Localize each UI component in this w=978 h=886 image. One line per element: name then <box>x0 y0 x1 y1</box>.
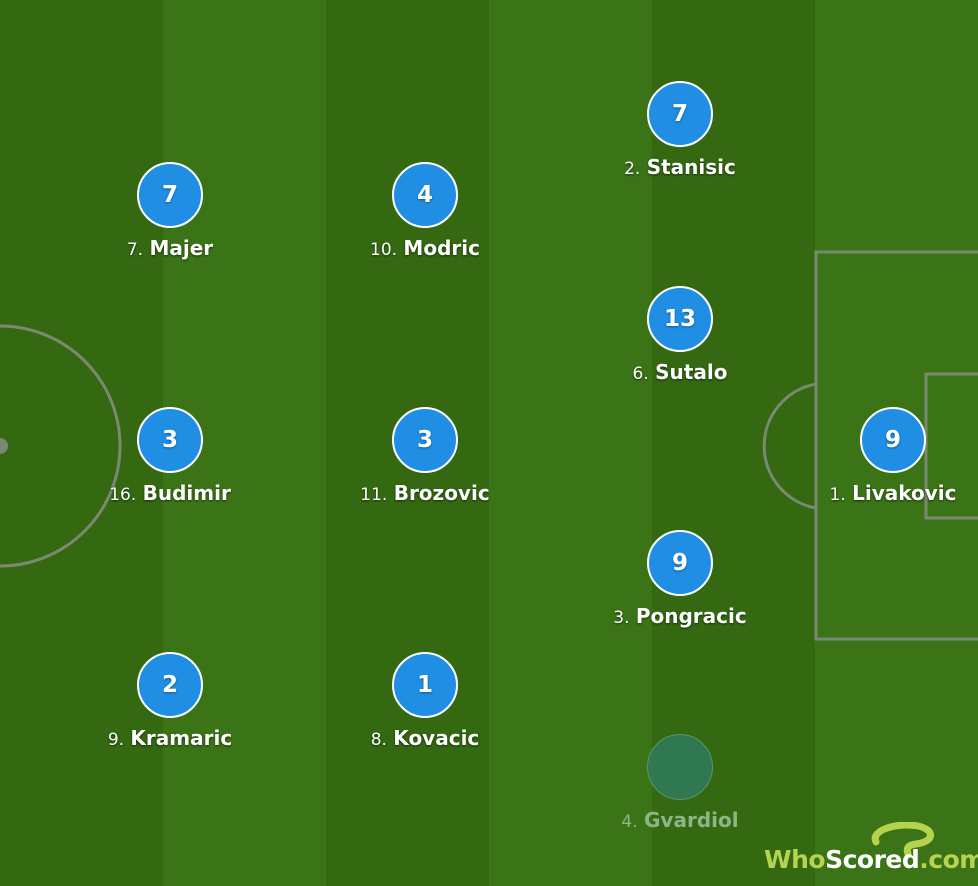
player-label: 6. Sutalo <box>595 360 765 384</box>
whoscored-logo[interactable]: WhoScored.com <box>764 820 978 880</box>
player-number: 7. <box>126 240 144 260</box>
player-name: Budimir <box>142 481 231 505</box>
player-label: 16. Budimir <box>85 481 255 505</box>
center-spot <box>0 438 8 454</box>
rating-badge: 9 <box>647 530 713 596</box>
rating-badge: 4 <box>392 162 458 228</box>
player-stanisic[interactable]: 7 2. Stanisic <box>595 81 765 179</box>
rating-badge: 9 <box>860 407 926 473</box>
rating-badge: 7 <box>647 81 713 147</box>
player-name: Livakovic <box>852 481 957 505</box>
player-modric[interactable]: 4 10. Modric <box>340 162 510 260</box>
player-label: 11. Brozovic <box>340 481 510 505</box>
player-number: 2. <box>624 159 641 179</box>
player-name: Kovacic <box>393 726 480 750</box>
player-label: 2. Stanisic <box>595 155 765 179</box>
question-mark-logo-icon <box>871 822 934 856</box>
player-name: Majer <box>149 236 214 260</box>
player-budimir[interactable]: 3 16. Budimir <box>85 407 255 505</box>
player-number: 1. <box>829 485 846 505</box>
player-name: Stanisic <box>646 155 736 179</box>
player-kramaric[interactable]: 2 9. Kramaric <box>85 652 255 750</box>
player-name: Pongracic <box>635 604 747 628</box>
player-number: 4. <box>621 812 638 832</box>
player-name: Sutalo <box>655 360 728 384</box>
logo-who: Who <box>764 845 826 874</box>
logo-text: WhoScored.com <box>764 845 978 874</box>
goal-area <box>924 372 978 520</box>
pitch-stripe <box>489 0 652 886</box>
player-number: 3. <box>613 608 630 628</box>
rating-badge: 2 <box>137 652 203 718</box>
rating-badge: 7 <box>137 162 203 228</box>
rating-badge: 1 <box>392 652 458 718</box>
player-name: Modric <box>403 236 480 260</box>
player-name: Kramaric <box>130 726 233 750</box>
player-label: 10. Modric <box>340 236 510 260</box>
pitch-stripe <box>0 0 163 886</box>
player-majer[interactable]: 7 7. Majer <box>85 162 255 260</box>
player-name: Brozovic <box>393 481 490 505</box>
player-number: 9. <box>107 730 125 750</box>
rating-badge: 3 <box>137 407 203 473</box>
rating-badge: 13 <box>647 286 713 352</box>
player-number: 16. <box>109 485 137 505</box>
logo-dotcom: .com <box>919 845 978 874</box>
player-number: 10. <box>370 240 398 260</box>
logo-scored: Scored <box>825 845 920 874</box>
player-livakovic[interactable]: 9 1. Livakovic <box>808 407 978 505</box>
penalty-arc <box>762 382 817 510</box>
rating-badge: 3 <box>392 407 458 473</box>
player-name: Gvardiol <box>644 808 739 832</box>
center-circle <box>0 324 122 568</box>
player-label: 8. Kovacic <box>340 726 510 750</box>
player-brozovic[interactable]: 3 11. Brozovic <box>340 407 510 505</box>
player-number: 11. <box>360 485 388 505</box>
penalty-box <box>814 250 978 641</box>
player-label: 1. Livakovic <box>808 481 978 505</box>
player-number: 8. <box>370 730 387 750</box>
player-label: 3. Pongracic <box>595 604 765 628</box>
rating-badge <box>647 734 713 800</box>
player-label: 4. Gvardiol <box>595 808 765 832</box>
player-kovacic[interactable]: 1 8. Kovacic <box>340 652 510 750</box>
player-pongracic[interactable]: 9 3. Pongracic <box>595 530 765 628</box>
player-label: 9. Kramaric <box>85 726 255 750</box>
player-sutalo[interactable]: 13 6. Sutalo <box>595 286 765 384</box>
player-label: 7. Majer <box>85 236 255 260</box>
player-number: 6. <box>632 364 649 384</box>
player-gvardiol[interactable]: 4. Gvardiol <box>595 734 765 832</box>
